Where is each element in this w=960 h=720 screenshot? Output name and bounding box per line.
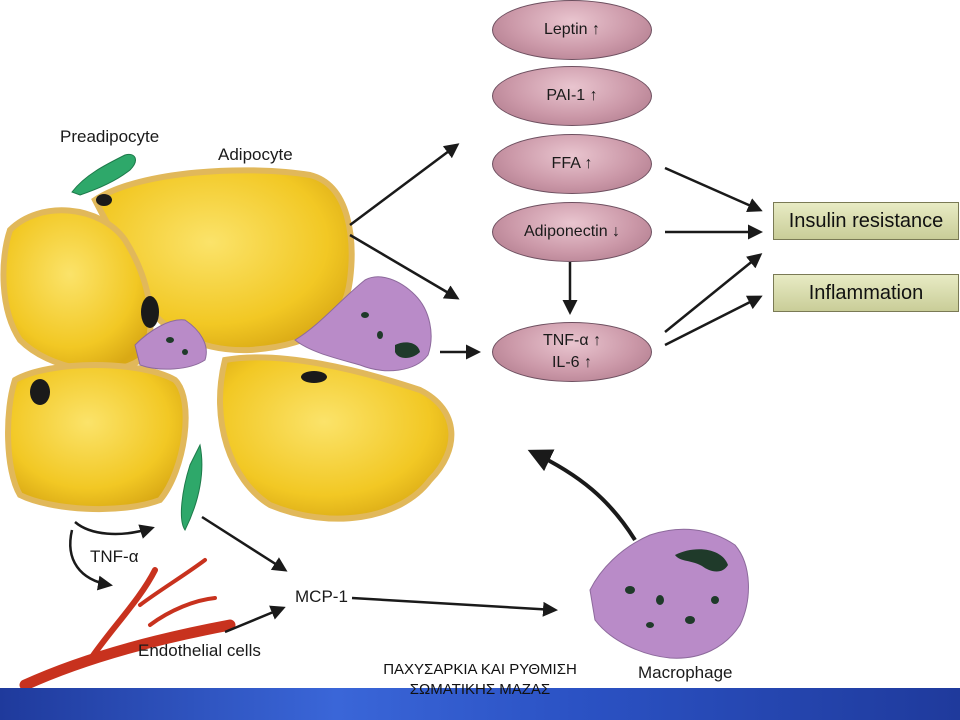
adipocyte-cells xyxy=(0,167,455,522)
nucleus xyxy=(96,194,112,206)
mediator-leptin: Leptin ↑ xyxy=(492,0,652,60)
adipocyte-cell-bottom-left xyxy=(5,362,189,513)
outcome-inflammation: Inflammation xyxy=(773,274,959,312)
adipocyte-label: Adipocyte xyxy=(218,145,293,164)
mediator-adiponectin-label: Adiponectin ↓ xyxy=(523,223,621,240)
granule xyxy=(646,622,654,628)
nucleus xyxy=(301,371,327,383)
macrophage-granules xyxy=(166,312,728,628)
preadipocyte-cell xyxy=(180,443,203,531)
tnf-alpha-label: TNF-α xyxy=(90,547,139,566)
mediator-tnf-il6: TNF-α ↑ IL-6 ↑ xyxy=(492,322,652,382)
adipocyte-cell-bottom-right xyxy=(217,354,455,522)
mediator-adiponectin: Adiponectin ↓ xyxy=(492,202,652,262)
arrow-mcp1-to-macrophage xyxy=(351,596,558,617)
footer-caption: ΠΑΧΥΣΑΡΚΙΑ ΚΑΙ ΡΥΘΜΙΣΗ ΣΩΜΑΤΙΚΗΣ ΜΑΖΑΣ xyxy=(330,660,630,700)
macrophage-small xyxy=(134,319,207,370)
mcp1-label: MCP-1 xyxy=(295,587,348,606)
outcome-insulin-resistance-label: Insulin resistance xyxy=(788,209,944,232)
outcome-inflammation-label: Inflammation xyxy=(808,281,924,304)
adipocyte-nuclei xyxy=(30,194,327,405)
granule xyxy=(361,312,369,318)
macrophage-label: Macrophage xyxy=(638,663,733,682)
outcome-insulin-resistance: Insulin resistance xyxy=(773,202,959,240)
footer-line-2: ΣΩΜΑΤΙΚΗΣ ΜΑΖΑΣ xyxy=(409,681,551,698)
granule xyxy=(711,596,719,604)
mediator-ffa-label: FFA ↑ xyxy=(551,155,593,172)
mediator-pai1: PAI-1 ↑ xyxy=(492,66,652,126)
arrow-cells-to-mediators-down xyxy=(349,233,460,300)
vessel-trunk xyxy=(19,619,236,691)
preadipocyte-cells xyxy=(71,153,203,531)
preadipocyte-cell xyxy=(71,153,136,196)
endothelial-cells-label: Endothelial cells xyxy=(138,641,261,660)
arrow-tnf-to-insulin-resistance xyxy=(664,253,763,333)
granule xyxy=(182,349,188,355)
granule xyxy=(656,595,664,605)
macrophage-large xyxy=(589,528,749,659)
arrow-endothelial-to-mcp1 xyxy=(224,605,286,634)
mediator-ffa: FFA ↑ xyxy=(492,134,652,194)
arrow-macrophage-to-mediators xyxy=(527,449,637,542)
blood-vessel xyxy=(19,558,236,691)
vessel-branch xyxy=(148,596,217,627)
nucleus xyxy=(30,379,50,405)
mediator-pai1-label: PAI-1 ↑ xyxy=(546,87,598,104)
granule xyxy=(377,331,383,339)
arrow-cells-to-mediators-up xyxy=(349,143,460,227)
granule xyxy=(625,586,635,594)
arrow-tnf-to-inflammation xyxy=(664,295,763,347)
arrow-ffa-to-insulin-resistance xyxy=(664,166,763,213)
arrow-tnf-loop-upper xyxy=(74,521,155,539)
granule-nucleus xyxy=(395,342,420,358)
arrow-cells-to-mcp1 xyxy=(201,515,288,572)
arrow-tnf-loop-lower xyxy=(69,529,113,591)
vessel-branch xyxy=(138,558,207,607)
mediator-leptin-label: Leptin ↑ xyxy=(543,21,601,38)
granule xyxy=(166,337,174,343)
vessel-branch xyxy=(87,567,158,663)
arrows xyxy=(69,143,763,634)
mediator-tnf-label: TNF-α ↑ xyxy=(542,332,602,349)
mediator-il6-label: IL-6 ↑ xyxy=(551,354,592,371)
footer-line-1: ΠΑΧΥΣΑΡΚΙΑ ΚΑΙ ΡΥΘΜΙΣΗ xyxy=(383,661,577,678)
granule xyxy=(685,616,695,624)
granule-nucleus xyxy=(675,549,728,572)
preadipocyte-label: Preadipocyte xyxy=(60,127,160,146)
footer-band xyxy=(0,688,960,720)
nucleus xyxy=(141,296,159,328)
